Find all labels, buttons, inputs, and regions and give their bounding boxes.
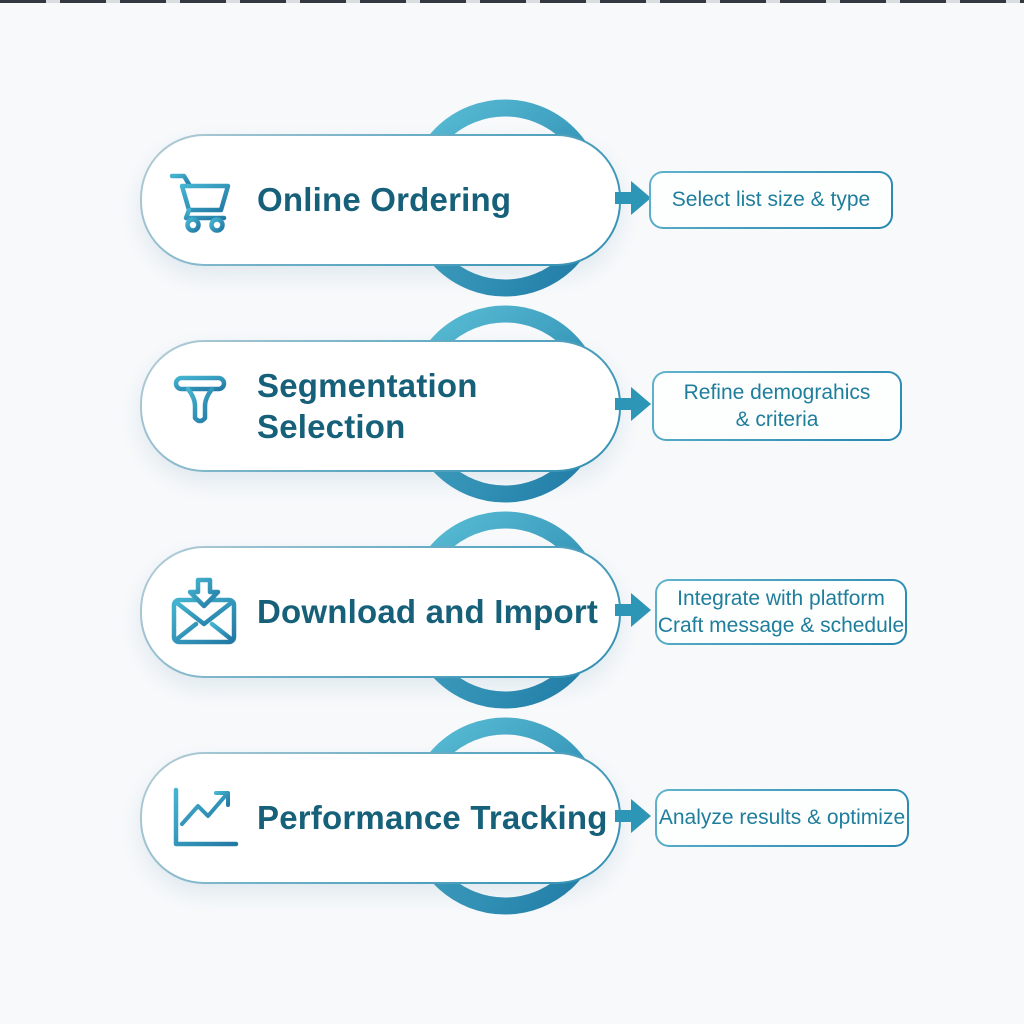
step-detail-box: Select list size & type (649, 171, 893, 229)
step-detail-box: Integrate with platform Craft message & … (655, 579, 907, 645)
step-detail-text: Craft message & schedule (657, 614, 905, 637)
step-detail-text: & criteria (735, 408, 819, 431)
step-detail-text: Refine demograhics (683, 380, 871, 404)
step-detail-text: Select list size & type (671, 188, 871, 212)
step-detail-text: Analyze results & optimize (658, 806, 906, 830)
step-detail-box: Analyze results & optimize (655, 789, 909, 847)
step-row-download-and-import: Download and Import Integrate with platf… (0, 500, 1024, 720)
step-title-line: Performance Tracking (257, 799, 608, 837)
step-detail-text: Integrate with platform (677, 586, 885, 610)
step-card: Segmentation Selection (140, 340, 621, 472)
step-card: Online Ordering (140, 134, 621, 266)
step-title: Online Ordering (257, 179, 511, 220)
funnel-filter-icon (162, 368, 246, 444)
shopping-cart-icon (162, 162, 246, 238)
step-title: Download and Import (257, 591, 598, 632)
arrow-right-icon (615, 387, 651, 421)
step-row-performance-tracking: Performance Tracking Analyze results & o… (0, 706, 1024, 926)
step-title-line: Online Ordering (257, 181, 512, 219)
step-title-line: Selection (257, 408, 406, 445)
top-edge-line (0, 0, 1024, 3)
step-row-online-ordering: Online Ordering Select list size & type (0, 88, 1024, 308)
arrow-right-icon (615, 181, 651, 215)
step-title-line: Segmentation (257, 366, 478, 404)
step-card: Download and Import (140, 546, 621, 678)
arrow-right-icon (615, 593, 651, 627)
arrow-right-icon (615, 799, 651, 833)
envelope-download-icon (162, 574, 246, 650)
step-row-segmentation-selection: Segmentation Selection Refine demograhic… (0, 294, 1024, 514)
step-detail-box: Refine demograhics & criteria (652, 371, 902, 441)
growth-chart-icon (162, 780, 246, 856)
step-title: Segmentation Selection (257, 365, 478, 448)
step-title: Performance Tracking (257, 797, 608, 838)
step-title-line: Download and Import (257, 593, 599, 631)
step-card: Performance Tracking (140, 752, 621, 884)
